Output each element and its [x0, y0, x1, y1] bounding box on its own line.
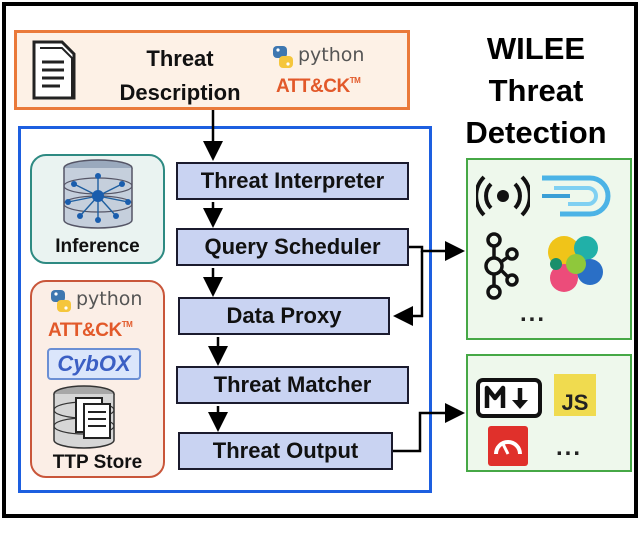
cybox-logo: CybOX	[47, 348, 141, 380]
title-line2: Threat	[488, 73, 584, 108]
step-threat-output: Threat Output	[178, 432, 393, 470]
kafka-icon	[484, 232, 519, 300]
elasticsearch-icon	[548, 236, 603, 292]
input-label-line1: Threat	[146, 46, 214, 71]
arrow-scheduler-to-datasources	[409, 241, 465, 261]
red-gauge-icon	[488, 426, 528, 466]
ttp-database-documents-icon	[53, 385, 115, 449]
input-attck-text: ATT&CKTM	[276, 76, 361, 98]
input-attck-label: ATT&CK	[276, 76, 350, 97]
document-icon	[32, 40, 76, 100]
step-threat-matcher: Threat Matcher	[176, 366, 409, 404]
markdown-icon	[476, 378, 542, 418]
inference-database-network-icon	[63, 159, 133, 229]
diagram-title: WILEE Threat Detection	[436, 28, 636, 154]
input-label-line2: Description	[119, 80, 241, 105]
step-data-proxy: Data Proxy	[178, 297, 390, 335]
ttp-python-text: python	[76, 288, 143, 310]
python-logo-icon	[273, 46, 293, 68]
javascript-icon: JS	[554, 374, 596, 416]
ttp-python-logo-icon	[51, 290, 71, 312]
streaming-signal-icon	[476, 175, 530, 217]
input-attck-tm: TM	[349, 76, 361, 85]
step-query-scheduler: Query Scheduler	[176, 228, 409, 266]
data-sources-ellipsis: ...	[520, 300, 547, 327]
title-line1: WILEE	[486, 31, 586, 66]
stream-service-icon	[542, 175, 611, 217]
ttp-attck-tm: TM	[121, 320, 133, 329]
ttp-store-label: TTP Store	[52, 452, 143, 473]
ttp-attck-label: ATT&CK	[48, 320, 122, 341]
arrow-datasources-to-proxy	[393, 251, 424, 326]
step-threat-interpreter: Threat Interpreter	[176, 162, 409, 200]
arrow-output-to-formats	[393, 403, 465, 453]
title-line3: Detection	[465, 115, 607, 150]
input-python-text: python	[298, 44, 365, 66]
inference-label: Inference	[55, 236, 140, 257]
threat-description-label: Threat Description	[110, 42, 250, 110]
output-formats-ellipsis: ...	[556, 434, 583, 461]
ttp-attck-text: ATT&CKTM	[48, 320, 133, 342]
threat-description-box	[14, 30, 410, 110]
